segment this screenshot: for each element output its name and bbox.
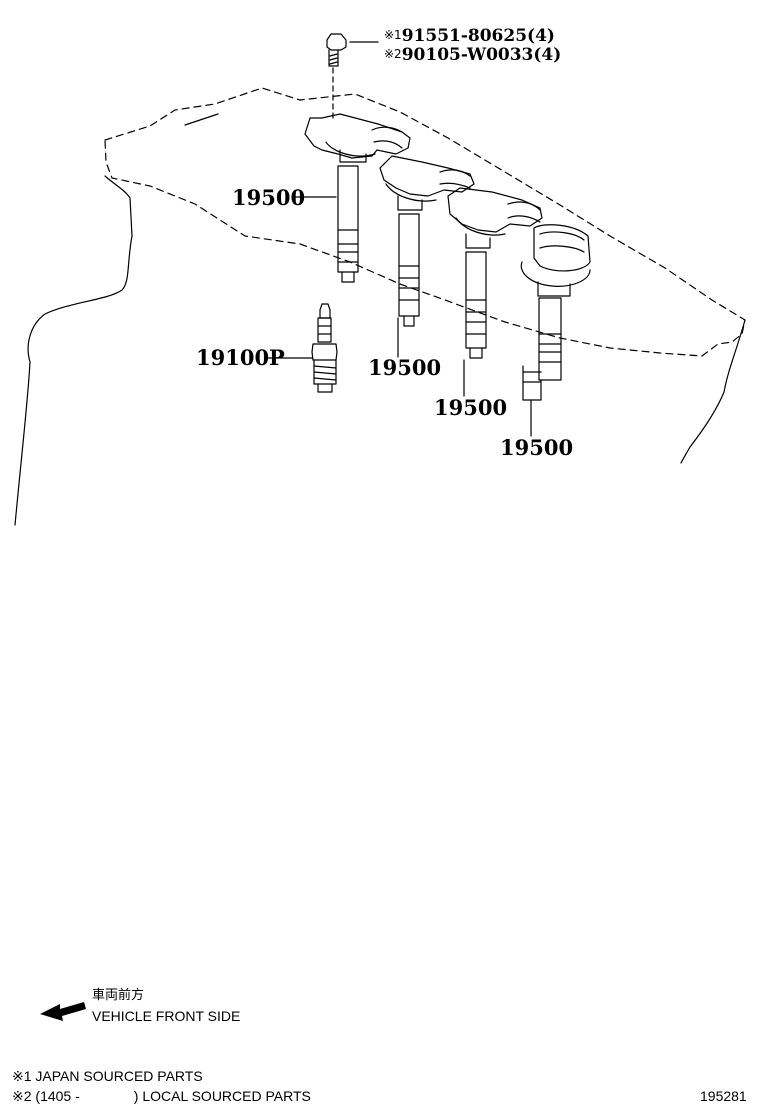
ignition-coil-3-icon (447, 187, 543, 359)
arrow-left-icon (40, 1002, 86, 1021)
leader-lines (267, 41, 532, 437)
vehicle-front-en-label: VEHICLE FRONT SIDE (92, 1008, 241, 1024)
ignition-coil-2-icon (379, 155, 475, 327)
spark-plug-part-label: 19100P (196, 345, 285, 370)
bolt-icon (326, 33, 347, 119)
figure-number: 195281 (700, 1088, 747, 1104)
source-mark-2: ※2 (384, 47, 402, 61)
note-local-sourced: ※2 (1405 - ) LOCAL SOURCED PARTS (12, 1089, 311, 1103)
bolt-part-number-2: 90105-W0033(4) (401, 45, 562, 65)
note-local-prefix: ※2 (1405 - (12, 1088, 80, 1104)
bolt-callout-1: ※191551-80625(4) (384, 26, 555, 46)
coil-1-part-label: 19500 (232, 185, 306, 210)
coil-2-part-label: 19500 (368, 355, 442, 380)
note-japan-sourced: ※1 JAPAN SOURCED PARTS (12, 1068, 203, 1084)
engine-head-outline (104, 87, 746, 357)
spark-plug-icon (311, 303, 338, 393)
coil-4-part-label: 19500 (500, 435, 574, 460)
coil-3-part-label: 19500 (434, 395, 508, 420)
bolt-part-number-1: 91551-80625(4) (401, 26, 555, 46)
bolt-callout-2: ※290105-W0033(4) (384, 45, 561, 65)
vehicle-front-jp-label: 車両前方 (92, 988, 145, 1003)
note-local-suffix: ) LOCAL SOURCED PARTS (133, 1088, 311, 1104)
ignition-coil-4-icon (520, 224, 591, 401)
source-mark-1: ※1 (384, 28, 402, 42)
engine-block-outline (14, 113, 746, 526)
ignition-coil-1-icon (304, 113, 411, 283)
